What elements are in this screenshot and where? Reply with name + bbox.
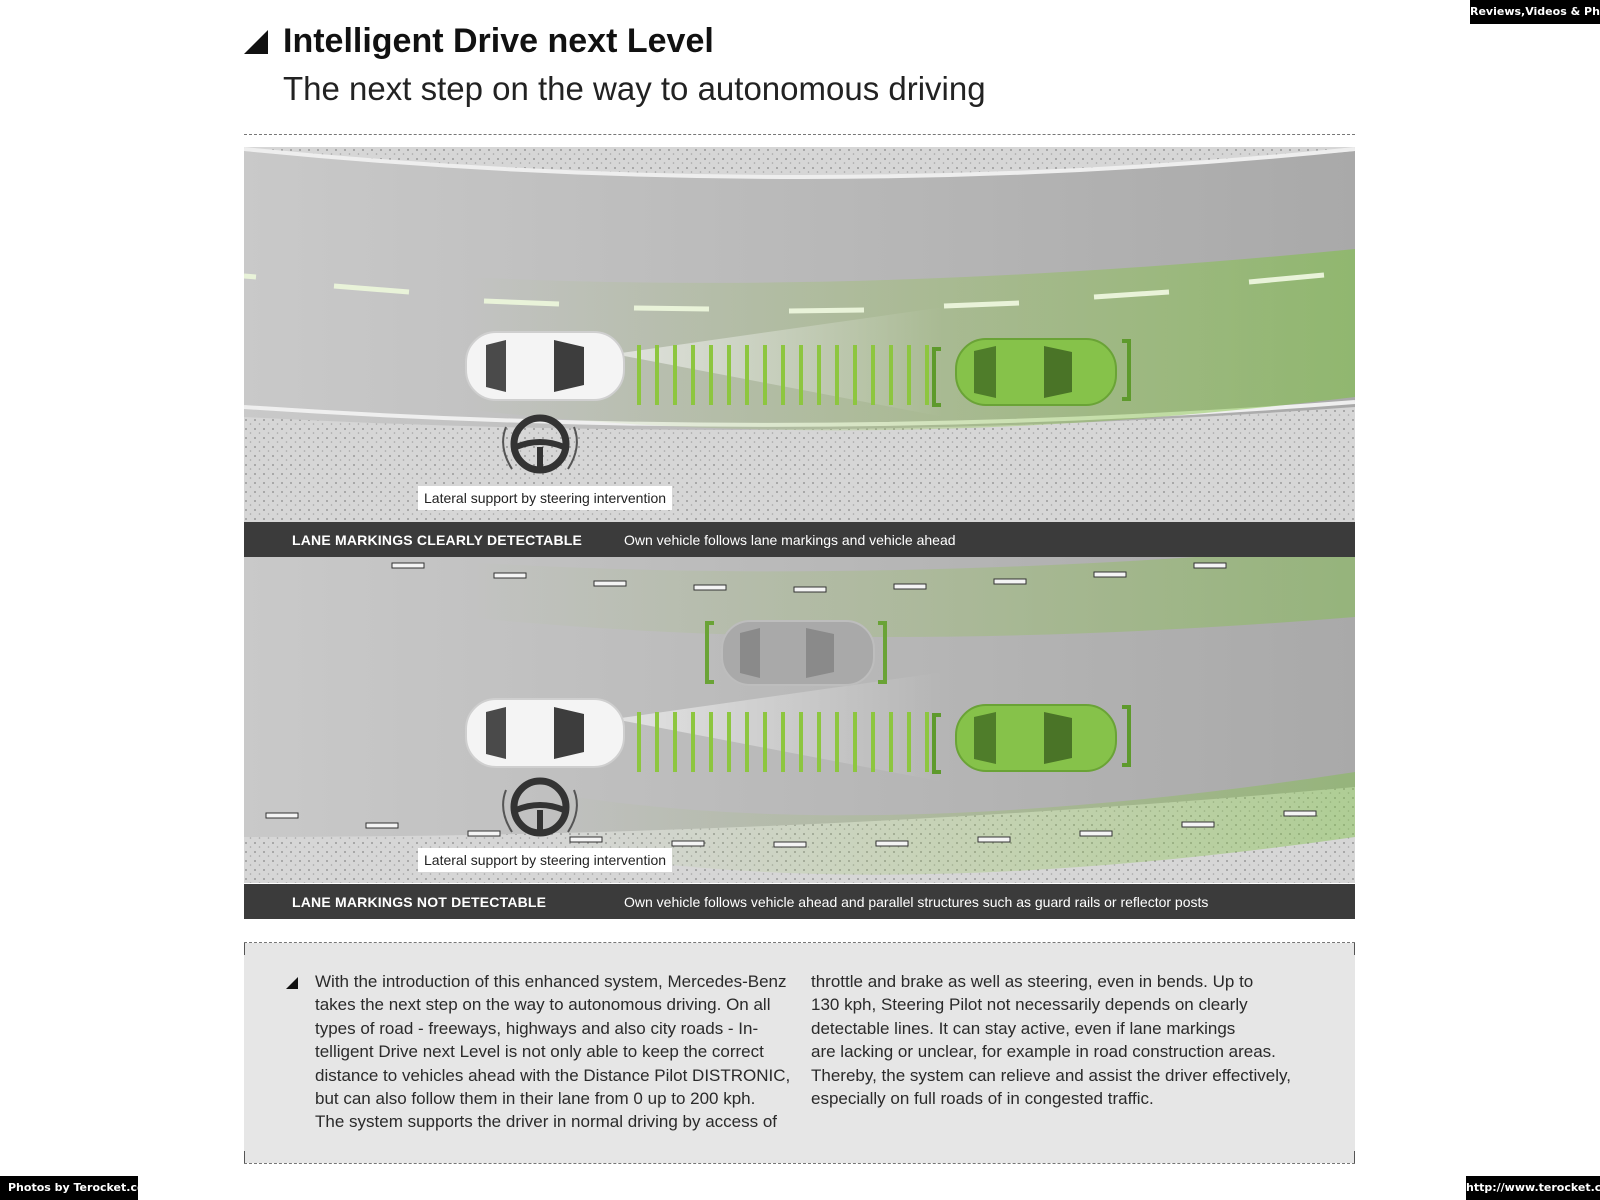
text-line: types of road - freeways, highways and a…	[315, 1018, 759, 1038]
body-text-left-column: With the introduction of this enhanced s…	[315, 970, 791, 1134]
page-subtitle: The next step on the way to autonomous d…	[283, 70, 986, 107]
text-line: 130 kph, Steering Pilot not necessarily …	[811, 995, 1248, 1015]
caption-band-2: LANE MARKINGS NOT DETECTABLE Own vehicle…	[244, 884, 1355, 919]
lead-vehicle-1	[932, 338, 1131, 407]
text-line: takes the next step on the way to autono…	[315, 995, 771, 1015]
text-line: are lacking or unclear, for example in r…	[811, 1042, 1276, 1062]
corner-mark	[1342, 1151, 1355, 1163]
band-description-1: Own vehicle follows lane markings and ve…	[624, 532, 956, 548]
own-vehicle-2	[465, 698, 625, 768]
header-divider	[244, 134, 1355, 135]
paragraph-triangle-icon	[286, 977, 298, 989]
text-line: distance to vehicles ahead with the Dist…	[315, 1065, 791, 1085]
own-vehicle-1	[465, 331, 625, 401]
lead-vehicle-2	[932, 704, 1131, 774]
caption-band-1: LANE MARKINGS CLEARLY DETECTABLE Own veh…	[244, 522, 1355, 557]
band-description-2: Own vehicle follows vehicle ahead and pa…	[624, 894, 1209, 910]
steering-wheel-icon-1	[502, 414, 578, 474]
callout-lateral-support-2: Lateral support by steering intervention	[418, 848, 673, 872]
callout-lateral-support-1: Lateral support by steering intervention	[418, 486, 673, 510]
watermark-top-right: Reviews,Videos & Photos	[1470, 0, 1600, 24]
watermark-bottom-right: http://www.terocket.com	[1466, 1176, 1600, 1200]
text-line: The system supports the driver in normal…	[315, 1112, 778, 1132]
corner-mark	[1342, 943, 1355, 955]
description-box-top-rule	[244, 942, 1355, 943]
text-line: throttle and brake as well as steering, …	[811, 972, 1254, 991]
text-line: Thereby, the system can relieve and assi…	[811, 1065, 1291, 1085]
text-line: especially on full roads of in congested…	[811, 1089, 1154, 1109]
illustration	[244, 147, 1355, 920]
band-label-2: LANE MARKINGS NOT DETECTABLE	[292, 894, 547, 910]
text-line: but can also follow them in their lane f…	[315, 1089, 756, 1109]
corner-mark	[244, 1151, 257, 1163]
illustration-svg	[244, 147, 1355, 883]
watermark-bottom-left: Photos by Terocket.com	[0, 1176, 156, 1200]
page-title: Intelligent Drive next Level	[283, 22, 714, 60]
corner-mark	[244, 943, 257, 955]
title-triangle-icon	[244, 30, 268, 54]
text-line: detectable lines. It can stay active, ev…	[811, 1018, 1236, 1038]
body-text-right-column: throttle and brake as well as steering, …	[811, 970, 1291, 1110]
band-label-1: LANE MARKINGS CLEARLY DETECTABLE	[292, 532, 583, 548]
steering-wheel-icon-2	[502, 777, 578, 837]
panel-2-road	[244, 545, 1355, 883]
description-box	[244, 943, 1355, 1163]
panel-1-road	[244, 147, 1355, 522]
neighbor-vehicle-2	[705, 620, 887, 686]
text-line: telligent Drive next Level is not only a…	[315, 1042, 764, 1062]
description-box-bottom-rule	[244, 1163, 1355, 1164]
text-line: With the introduction of this enhanced s…	[315, 972, 787, 991]
